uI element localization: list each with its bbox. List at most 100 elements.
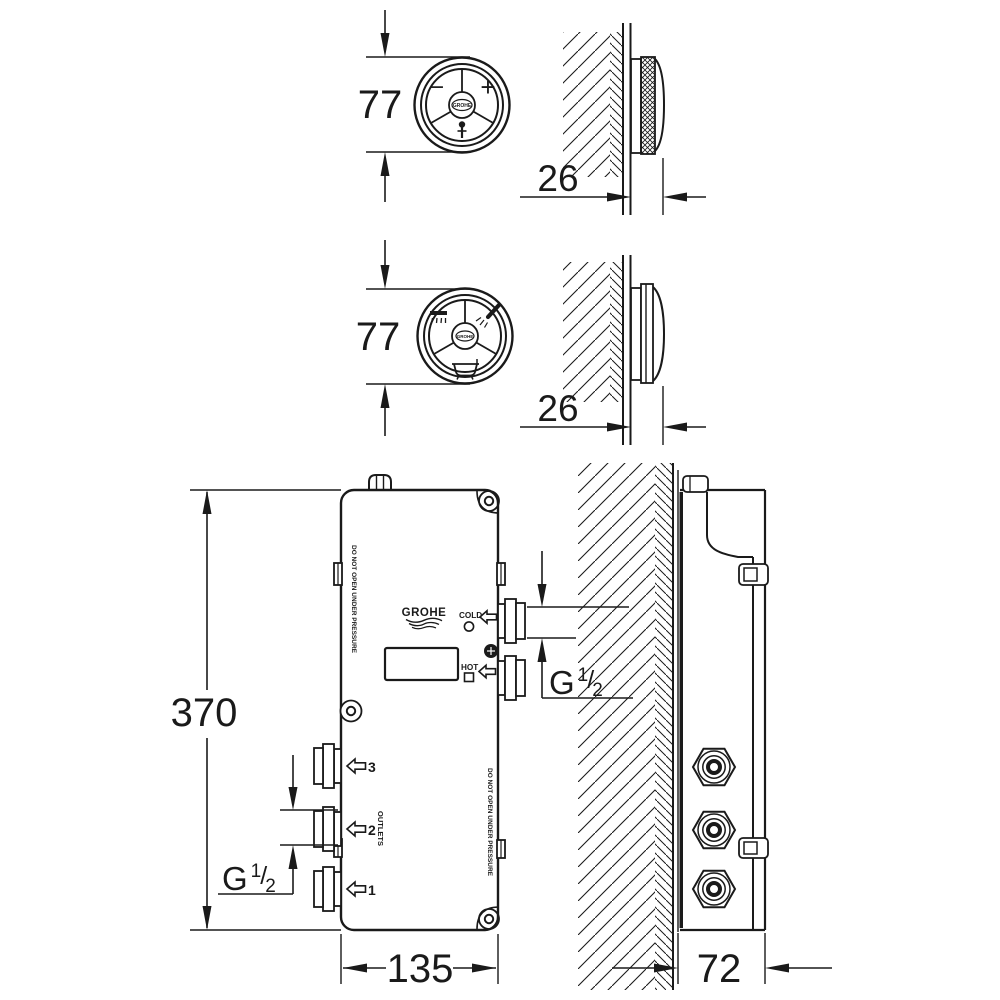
arrowhead-up <box>380 384 390 408</box>
dim-value-72: 72 <box>697 947 742 991</box>
outlet-2-number: 2 <box>368 822 376 838</box>
hot-label: HOT <box>461 663 478 672</box>
dim-value-77-mid: 77 <box>356 315 401 359</box>
wall-finish-hatch <box>610 262 623 402</box>
outlet-3-marking: 3 <box>345 757 376 775</box>
dim-body-height: 370 <box>171 489 341 931</box>
dim-value-26-top: 26 <box>537 158 578 199</box>
dim-value-26-mid: 26 <box>537 388 578 429</box>
hex-connector-middle <box>691 810 737 850</box>
arrowhead-right <box>607 192 631 202</box>
svg-text:GROHE: GROHE <box>402 607 447 619</box>
screw-top-right <box>476 490 500 514</box>
box-outline <box>339 488 500 932</box>
arrowhead-up <box>537 638 547 662</box>
dim-body-width: 135 <box>340 934 499 991</box>
arrowhead-left <box>343 963 367 973</box>
arrowhead-left <box>663 192 687 202</box>
plus-button-label: + <box>480 72 495 102</box>
clip-top <box>682 475 709 493</box>
cable-gland <box>368 474 392 490</box>
dim-body-depth: 72 <box>612 933 832 991</box>
arrowhead-right <box>654 963 678 973</box>
cold-circle-symbol <box>463 621 475 632</box>
dial-side-view-mid <box>563 255 666 445</box>
svg-text:GROHE: GROHE <box>453 103 472 109</box>
outlet-1-number: 1 <box>368 882 376 898</box>
arrowhead-right <box>472 963 496 973</box>
clip-lower <box>738 837 769 859</box>
outlet-3-number: 3 <box>368 759 376 775</box>
arrowhead-right <box>607 422 631 432</box>
hot-square-symbol <box>463 672 475 683</box>
cold-marking: COLD <box>459 609 498 632</box>
arrowhead-up <box>202 490 212 514</box>
wall-finish-hatch <box>610 32 623 177</box>
warning-text-left: DO NOT OPEN UNDER PRESSURE <box>350 545 357 654</box>
clip-right-upper <box>496 562 506 586</box>
grohe-center-logo-top: GROHE <box>451 98 473 112</box>
dial-front-view-mid: GROHE <box>416 287 514 385</box>
dial-segment-dividers <box>430 69 494 124</box>
dial-front-view-top: − + GROHE <box>413 56 511 154</box>
dim-value-135: 135 <box>387 947 454 991</box>
outlet-port-1 <box>313 866 342 912</box>
clip-mid <box>738 563 769 586</box>
dim-value-77-top: 77 <box>358 83 403 127</box>
arrowhead-down <box>380 33 390 57</box>
bathtub-icon <box>452 359 479 380</box>
outlet-1-marking: 1 <box>345 880 376 898</box>
arrowhead-down <box>380 265 390 289</box>
display-window <box>383 646 460 682</box>
knob-profile-smooth <box>630 283 666 384</box>
dim-dial-mid-diameter: 77 <box>356 240 470 436</box>
dim-dial-top-depth: 26 <box>520 158 706 215</box>
back-plate <box>679 492 683 928</box>
knob-profile-knurled <box>630 56 666 155</box>
outlet-1-arrow-icon <box>345 880 367 898</box>
overhead-shower-icon <box>430 311 447 324</box>
outlet-2-marking: 2 <box>345 820 376 838</box>
hot-flow-arrow-icon <box>477 663 497 680</box>
dim-dial-top-diameter: 77 <box>358 10 470 202</box>
wall-hatch <box>563 262 610 402</box>
hex-connector-bottom <box>691 869 737 909</box>
housing-profile-curve <box>706 492 753 558</box>
power-icon <box>457 121 467 138</box>
dim-dial-mid-depth: 26 <box>520 386 706 445</box>
bleed-screw <box>484 644 498 658</box>
screw-left <box>339 699 363 723</box>
arrowhead-left <box>663 422 687 432</box>
dial-side-view-top <box>563 23 666 215</box>
cold-inlet-port <box>497 598 526 644</box>
screw-bottom-right <box>476 906 500 930</box>
arrowhead-down <box>288 787 298 810</box>
control-box-side-view <box>578 463 769 990</box>
wall-finish-hatch <box>655 463 673 990</box>
svg-text:GROHE: GROHE <box>457 334 474 339</box>
arrowhead-left <box>765 963 789 973</box>
warning-text-right: DO NOT OPEN UNDER PRESSURE <box>486 768 493 877</box>
minus-button-label: − <box>430 74 444 101</box>
dial-segment-dividers <box>433 300 497 355</box>
hot-marking: HOT <box>461 663 497 683</box>
outlet-port-3 <box>313 743 342 789</box>
outlet-port-2 <box>313 806 342 852</box>
outlets-label: OUTLETS <box>376 811 385 846</box>
knurled-band <box>640 56 656 155</box>
arrowhead-up <box>288 845 298 869</box>
grohe-logo: GROHE <box>402 607 447 630</box>
wall-hatch <box>563 32 610 177</box>
clip-left-upper <box>333 562 343 586</box>
arrowhead-down <box>537 584 547 607</box>
hot-inlet-port <box>497 655 526 701</box>
arrowhead-up <box>380 152 390 176</box>
clip-right-lower <box>496 839 506 859</box>
cold-label: COLD <box>459 611 482 620</box>
dim-value-370: 370 <box>171 691 238 735</box>
arrowhead-down <box>202 906 212 930</box>
cold-flow-arrow-icon <box>478 609 498 625</box>
